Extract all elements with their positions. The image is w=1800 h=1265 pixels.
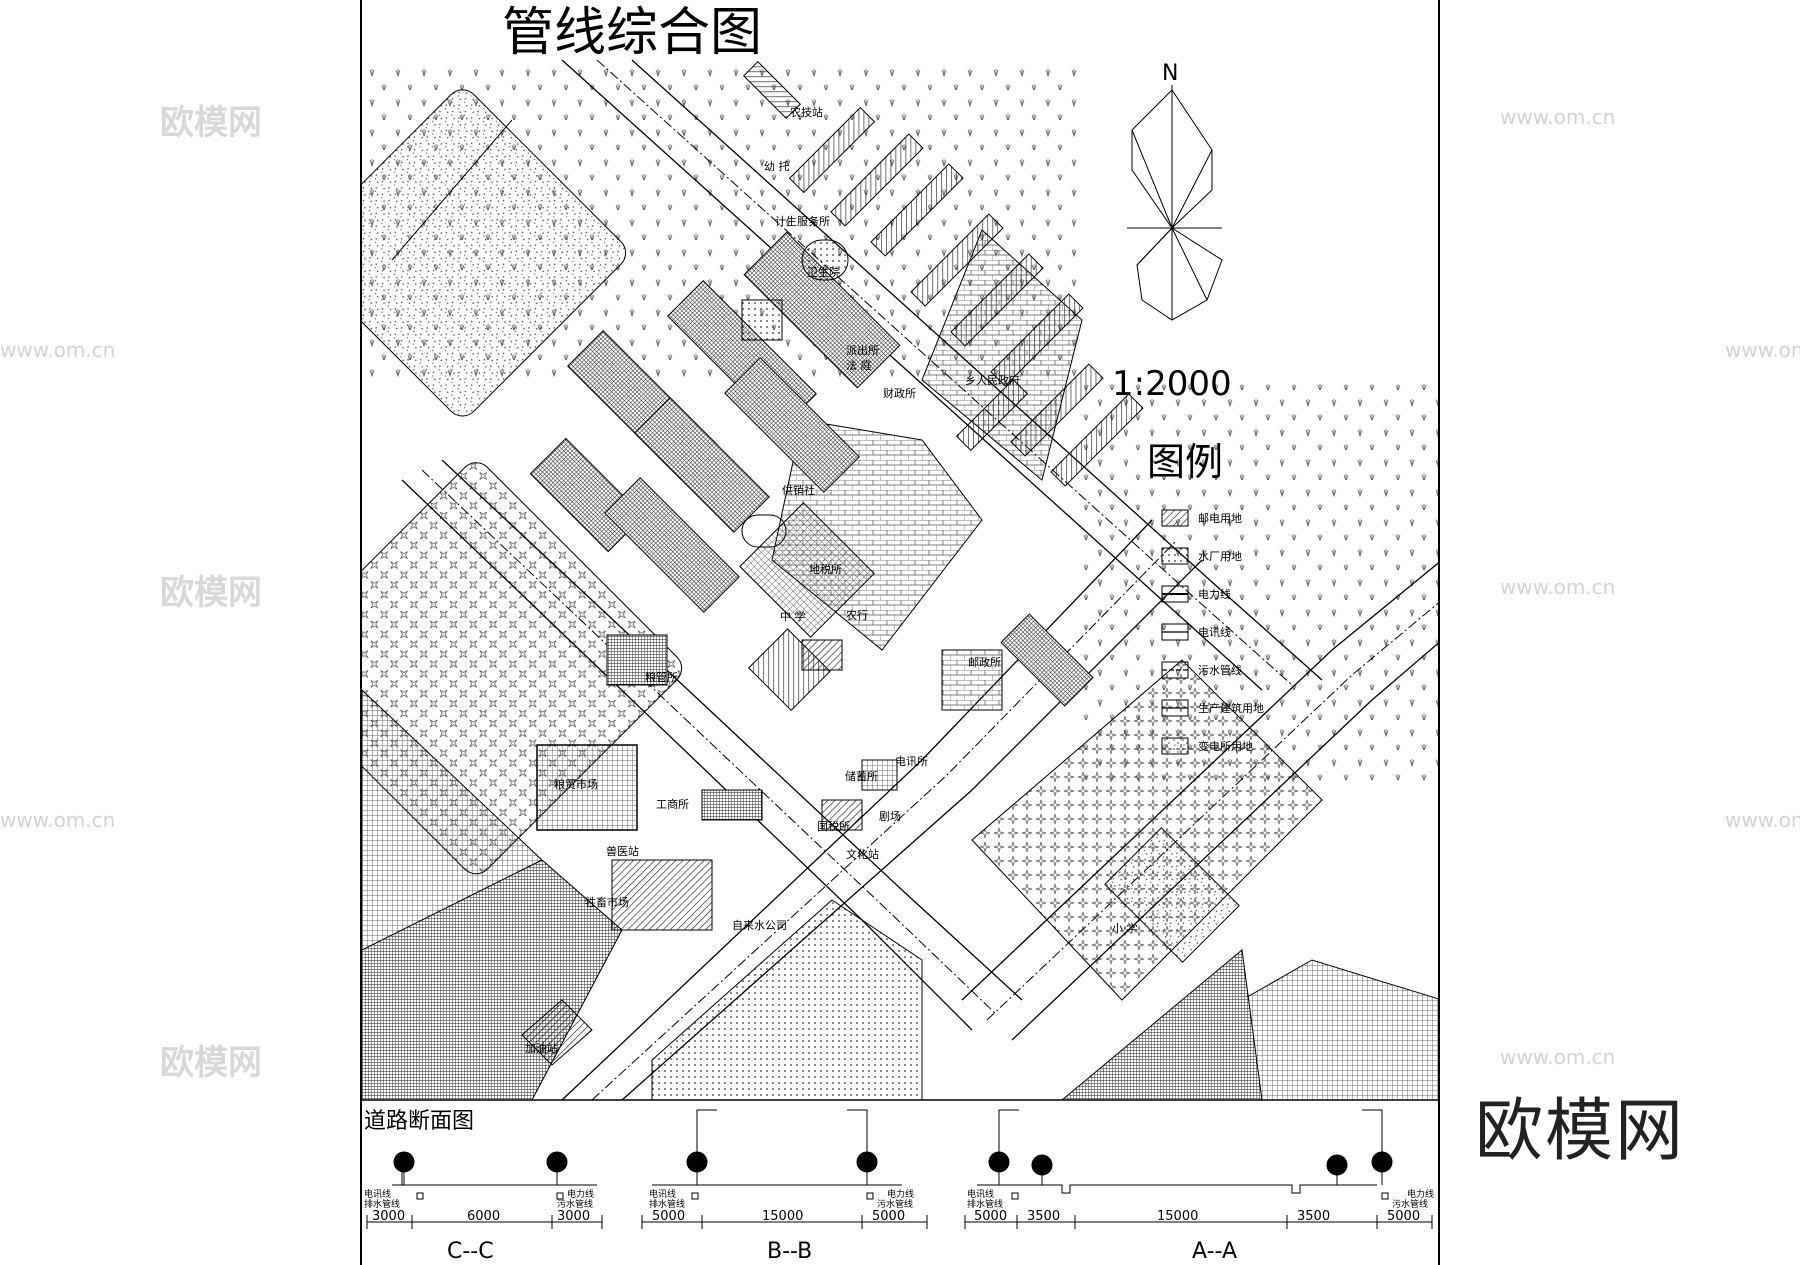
- brand-logo-text: 欧模网: [1475, 1092, 1686, 1171]
- watermark-brand: 欧模网: [160, 573, 262, 613]
- label-zhengfu: 乡人民政府: [965, 373, 1020, 387]
- sections-heading: 道路断面图: [364, 1109, 474, 1134]
- section-aa-drain: 排水管线: [967, 1198, 1003, 1210]
- legend-label-sewer: 污水管线: [1198, 663, 1242, 677]
- section-bb-name: B--B: [767, 1239, 812, 1264]
- legend-label-post: 邮电用地: [1198, 512, 1242, 525]
- north-arrow: N: [1127, 61, 1223, 321]
- watermark-url: www.om.cn: [1500, 105, 1616, 129]
- legend-label-telecom: 电讯线: [1198, 625, 1231, 639]
- section-bb-dim-2: 15000: [762, 1209, 803, 1224]
- section-bb-power: 电力线: [887, 1188, 914, 1200]
- label-youzheng: 邮政所: [968, 655, 1001, 669]
- section-aa-name: A--A: [1192, 1239, 1237, 1264]
- section-aa-telecom: 电讯线: [967, 1188, 994, 1200]
- legend-symbol-water: [1161, 547, 1189, 565]
- section-cc-dim-2: 6000: [467, 1209, 500, 1224]
- section-bb-sewer: 污水管线: [877, 1198, 913, 1210]
- section-bb-dim-1: 5000: [652, 1209, 685, 1224]
- label-dianxun: 电讯所: [895, 755, 928, 768]
- drawing-title: 管线综合图: [502, 3, 762, 63]
- legend-label-substation: 变电所用地: [1198, 739, 1253, 753]
- legend-heading: 图例: [1147, 440, 1223, 484]
- label-shengchu: 牲畜市场: [585, 895, 629, 909]
- label-gongxiao: 供销社: [782, 483, 815, 497]
- label-paichusuo: 派出所: [846, 343, 879, 357]
- label-caizheng: 财政所: [883, 386, 916, 400]
- section-cc-name: C--C: [447, 1239, 494, 1264]
- section-aa-dim-1: 5000: [974, 1209, 1007, 1224]
- watermark-url: www.om.cn: [1500, 1045, 1616, 1069]
- label-guoshui: 国税所: [817, 819, 850, 833]
- label-youtuo: 幼 托: [764, 159, 790, 173]
- plan-drawing: 管线综合图: [362, 3, 1438, 1264]
- label-dishui: 地税所: [809, 562, 842, 576]
- parcel-east-field: [971, 659, 1323, 1001]
- watermark-brand: 欧模网: [160, 1043, 262, 1083]
- legend-label-power: 电力线: [1198, 587, 1231, 601]
- section-aa-dim-4: 3500: [1297, 1209, 1330, 1224]
- label-juchang: 剧场: [879, 809, 901, 823]
- section-bb: [641, 1109, 928, 1229]
- label-liangguan: 粮管所: [645, 670, 678, 684]
- section-cc: [366, 1151, 603, 1229]
- north-label: N: [1162, 61, 1178, 86]
- label-nonghang: 农行: [846, 608, 868, 622]
- watermark-url: www.om.cn: [1500, 575, 1616, 599]
- section-aa-dim-3: 15000: [1157, 1209, 1198, 1224]
- section-cc-dim-1: 3000: [372, 1209, 405, 1224]
- label-fating: 法 庭: [846, 358, 872, 372]
- buildings: [521, 61, 1240, 1066]
- legend-symbol-post: [1161, 509, 1189, 527]
- section-aa-dim-5: 5000: [1387, 1209, 1420, 1224]
- parcel-north-field: [362, 89, 627, 417]
- watermark-url: www.om.cn: [1725, 338, 1800, 362]
- label-wenhua: 文化站: [846, 847, 879, 861]
- legend-label-industry: 生产建筑用地: [1198, 701, 1264, 715]
- label-jiayou: 加油站: [525, 1041, 558, 1055]
- label-liangmao: 粮贸市场: [554, 777, 598, 791]
- section-bb-drain: 排水管线: [649, 1198, 685, 1210]
- legend-label-water: 水厂用地: [1198, 550, 1242, 563]
- section-aa-sewer: 污水管线: [1392, 1198, 1428, 1210]
- label-nongjizhan: 农技站: [790, 105, 823, 119]
- legend: 图例: [1147, 440, 1223, 484]
- label-shouyi: 兽医站: [606, 844, 639, 858]
- parcel-southeast-hatch: [1060, 949, 1263, 1101]
- label-gongshang: 工商所: [656, 797, 689, 811]
- scale-text: 1:2000: [1112, 364, 1232, 404]
- section-bb-telecom: 电讯线: [649, 1188, 676, 1200]
- label-zhongxue: 中 学: [780, 609, 806, 623]
- drawing-sheet: 管线综合图: [360, 0, 1440, 1265]
- section-cc-drain: 排水管线: [364, 1198, 400, 1210]
- watermark-url: www.om.cn: [1725, 808, 1800, 832]
- label-zilaishui: 自来水公司: [732, 919, 787, 932]
- pipelines: [421, 59, 1438, 1101]
- section-cc-telecom: 电讯线: [364, 1188, 391, 1200]
- section-cc-power: 电力线: [567, 1188, 594, 1200]
- label-jisheng: 计生服务所: [775, 214, 830, 228]
- place-labels: 农技站 幼 托 计生服务所 卫生院 派出所 法 庭 乡人民政府 财政所 供销社 …: [525, 105, 1138, 1055]
- parcel-southeast-grid: [1241, 959, 1438, 1101]
- watermark-url: www.om.cn: [0, 808, 116, 832]
- label-weishengyuan: 卫生院: [807, 265, 840, 279]
- section-aa: [964, 1109, 1433, 1229]
- section-aa-dim-2: 3500: [1027, 1209, 1060, 1224]
- legend-symbol-substation: [1161, 737, 1189, 755]
- section-aa-power: 电力线: [1407, 1188, 1434, 1200]
- section-cc-sewer: 污水管线: [557, 1198, 593, 1210]
- parcel-south-center: [651, 899, 923, 1101]
- watermark-brand: 欧模网: [160, 103, 262, 143]
- section-bb-dim-3: 5000: [872, 1209, 905, 1224]
- section-cc-dim-3: 3000: [557, 1209, 590, 1224]
- watermark-url: www.om.cn: [0, 338, 116, 362]
- label-xiaoxue: 小 学: [1112, 921, 1138, 935]
- label-chuxu: 储蓄所: [845, 769, 878, 783]
